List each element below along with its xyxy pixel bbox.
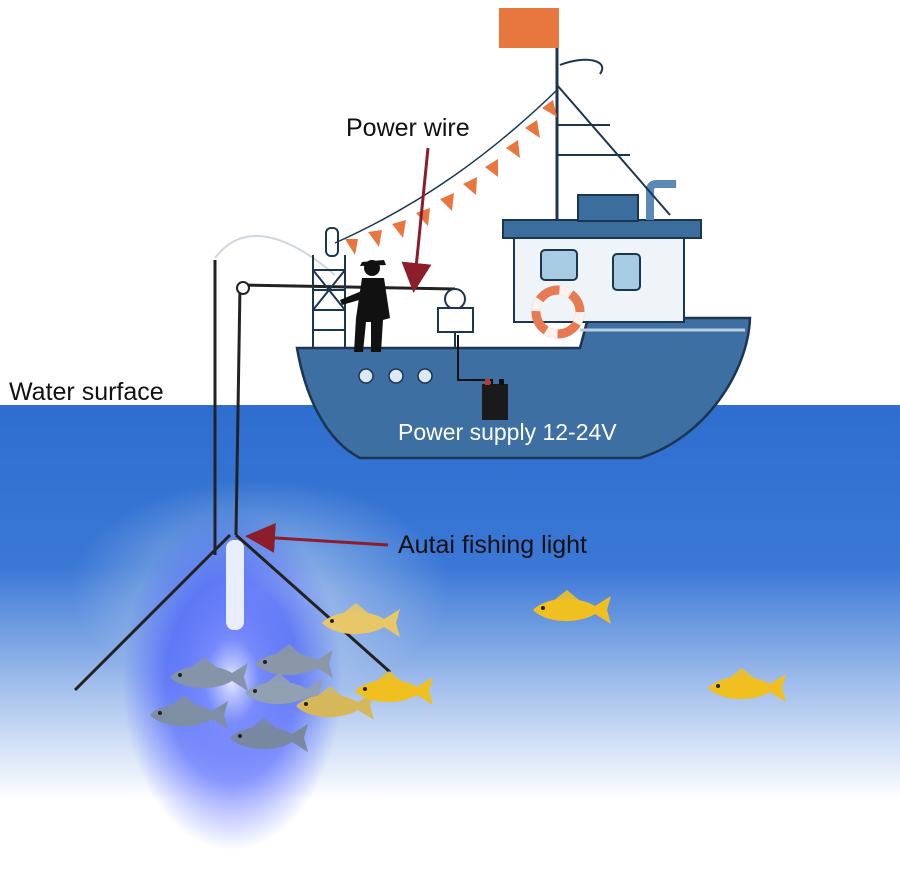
battery-icon — [482, 384, 508, 420]
water-surface-label: Water surface — [9, 378, 164, 406]
power-wire-arrow — [401, 147, 432, 293]
boat-roof — [502, 219, 702, 239]
boat-hull — [295, 316, 752, 460]
fishing-light-lamp — [226, 540, 244, 630]
pulley-icon — [236, 281, 250, 295]
fishing-boat — [295, 8, 752, 460]
fisherman-figure — [340, 260, 390, 352]
mast-flag — [499, 8, 559, 48]
power-supply-label: Power supply 12-24V — [398, 419, 617, 445]
pennant-flags — [334, 89, 558, 255]
power-wire-label: Power wire — [346, 114, 470, 142]
fishing-light-label: Autai fishing light — [398, 531, 588, 559]
fishing-light-arrow — [245, 522, 389, 553]
